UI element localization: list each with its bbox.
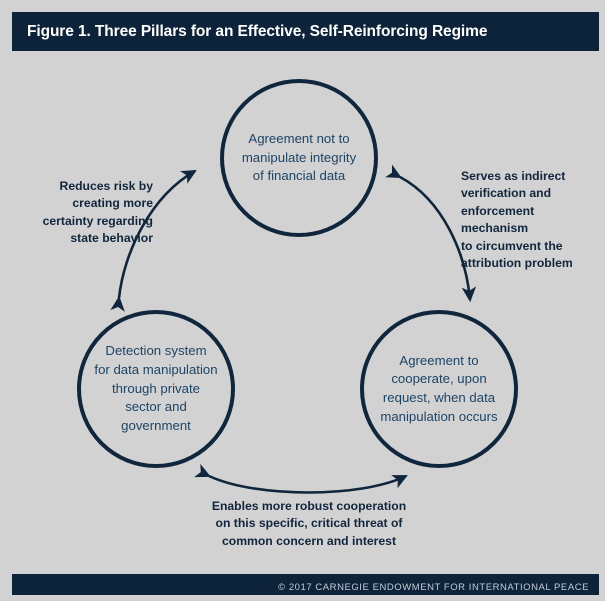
edge-label-left: Reduces risk by creating more certainty … — [42, 179, 153, 246]
arrow-bottom-edge — [194, 463, 408, 494]
node-agreement-not-to-manipulate: Agreement not to manipulate integrity of… — [220, 79, 378, 237]
node-detection-system: Detection system for data manipulation t… — [77, 310, 235, 468]
page-title: Figure 1. Three Pillars for an Effective… — [27, 22, 488, 40]
node-label: Agreement to cooperate, upon request, wh… — [380, 352, 498, 424]
edge-label-right: Serves as indirect verification and enfo… — [461, 169, 573, 271]
node-agreement-to-cooperate: Agreement to cooperate, upon request, wh… — [360, 310, 518, 468]
node-label: Detection system for data manipulation t… — [94, 343, 218, 434]
edge-label-bottom: Enables more robust cooperation on this … — [211, 499, 407, 548]
arrow-right-edge — [385, 164, 477, 303]
header-bar: Figure 1. Three Pillars for an Effective… — [12, 12, 599, 51]
footer-bar: © 2017 CARNEGIE ENDOWMENT FOR INTERNATIO… — [12, 574, 599, 595]
copyright-text: © 2017 CARNEGIE ENDOWMENT FOR INTERNATIO… — [278, 582, 589, 593]
node-label: Agreement not to manipulate integrity of… — [241, 130, 357, 184]
diagram-arrows-layer — [110, 164, 477, 494]
arrow-left-edge — [110, 169, 197, 312]
